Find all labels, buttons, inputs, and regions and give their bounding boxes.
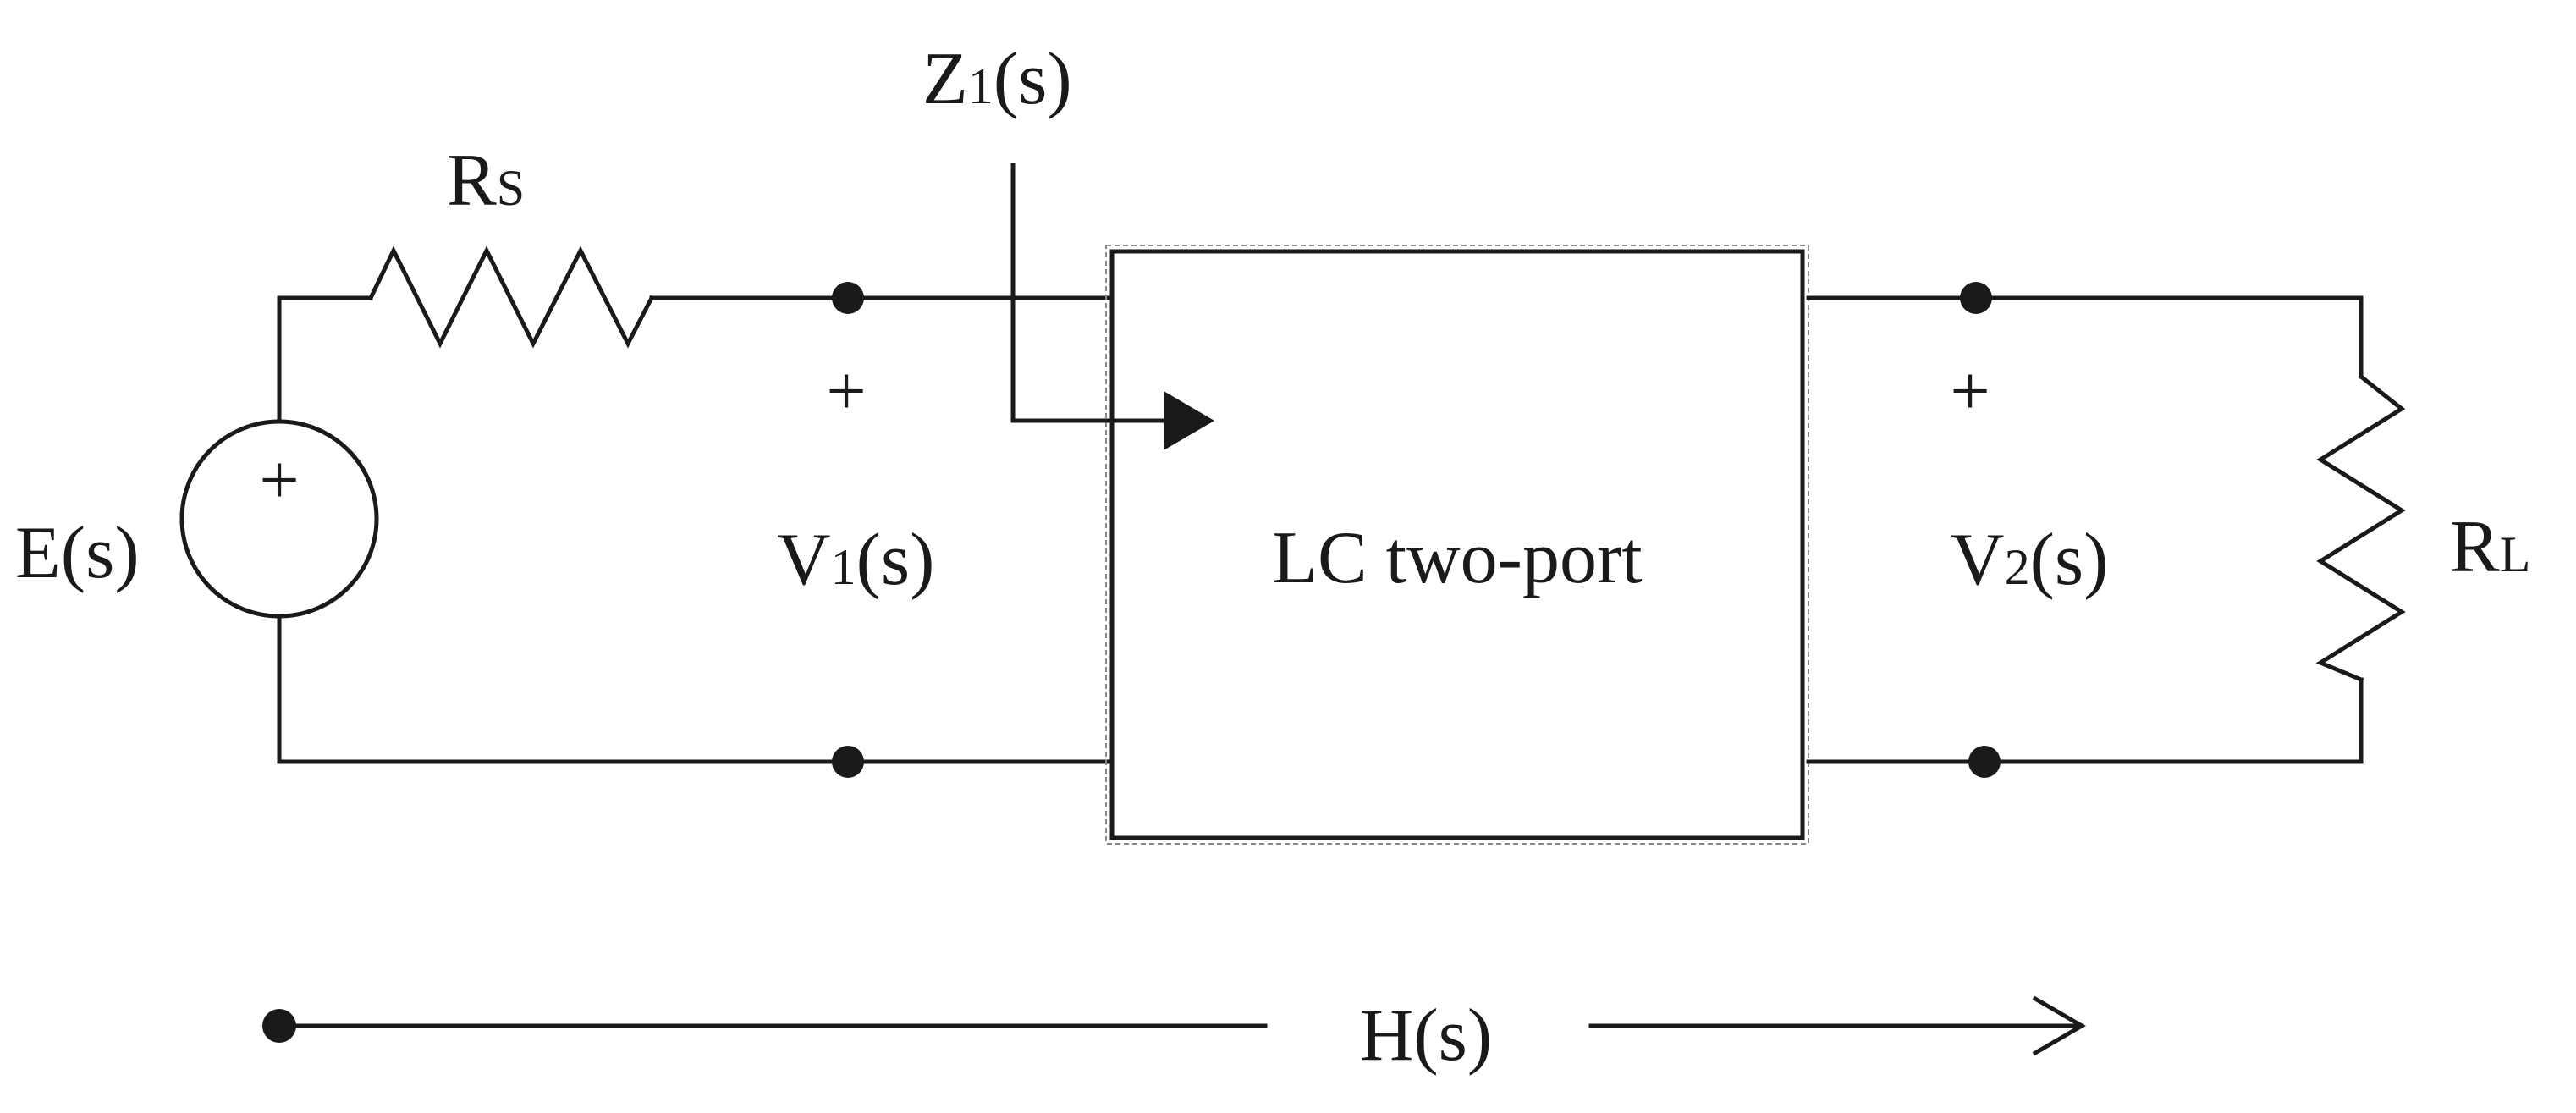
impedance-arrow-line: [1010, 163, 1170, 423]
source-args: (s): [61, 512, 140, 594]
output-voltage-args: (s): [2030, 519, 2109, 601]
transfer-label: H(s): [1360, 995, 1492, 1077]
wire-input-bottom: [277, 617, 1111, 764]
source-resistor-sub: S: [497, 160, 525, 216]
input-port-polarity: +: [826, 352, 866, 431]
output-voltage-sub: 2: [2005, 539, 2030, 595]
input-voltage-name: V: [777, 519, 831, 601]
voltage-source: [179, 419, 379, 619]
input-voltage-sub: 1: [831, 539, 856, 595]
transfer-arrowhead: [2032, 995, 2086, 1056]
impedance-arrowhead: [1164, 391, 1214, 450]
wire-output-bottom: [1806, 677, 2364, 764]
source-name: E: [15, 512, 61, 594]
output-terminal-top: [1960, 282, 1992, 314]
wire-output-top: [1806, 295, 2364, 379]
source-resistor-name: R: [447, 140, 497, 222]
two-port-box: [1109, 249, 1805, 840]
output-voltage-name: V: [1951, 519, 2005, 601]
source-polarity: +: [259, 441, 299, 520]
input-voltage-label: V1(s): [777, 519, 934, 601]
input-terminal-top: [832, 282, 864, 314]
input-terminal-bottom: [832, 746, 864, 778]
source-resistor: [367, 245, 655, 349]
source-label: E(s): [15, 512, 140, 594]
input-impedance-args: (s): [994, 38, 1072, 120]
source-resistor-label: RS: [447, 140, 525, 222]
input-impedance-label: Z1(s): [922, 38, 1072, 120]
load-resistor-name: R: [2450, 506, 2500, 588]
output-port-polarity: +: [1950, 352, 1990, 431]
wire-source-top: [277, 295, 373, 422]
load-resistor-label: RL: [2450, 506, 2530, 588]
input-voltage-args: (s): [856, 519, 935, 601]
load-resistor: [2315, 373, 2406, 683]
input-impedance-name: Z: [922, 38, 968, 120]
two-port-label: LC two-port: [1272, 517, 1643, 599]
output-voltage-label: V2(s): [1951, 519, 2108, 601]
output-terminal-bottom: [1968, 746, 2001, 778]
two-port-outline-dashed: [1105, 245, 1809, 845]
input-impedance-sub: 1: [968, 58, 994, 114]
load-resistor-sub: L: [2500, 526, 2531, 582]
